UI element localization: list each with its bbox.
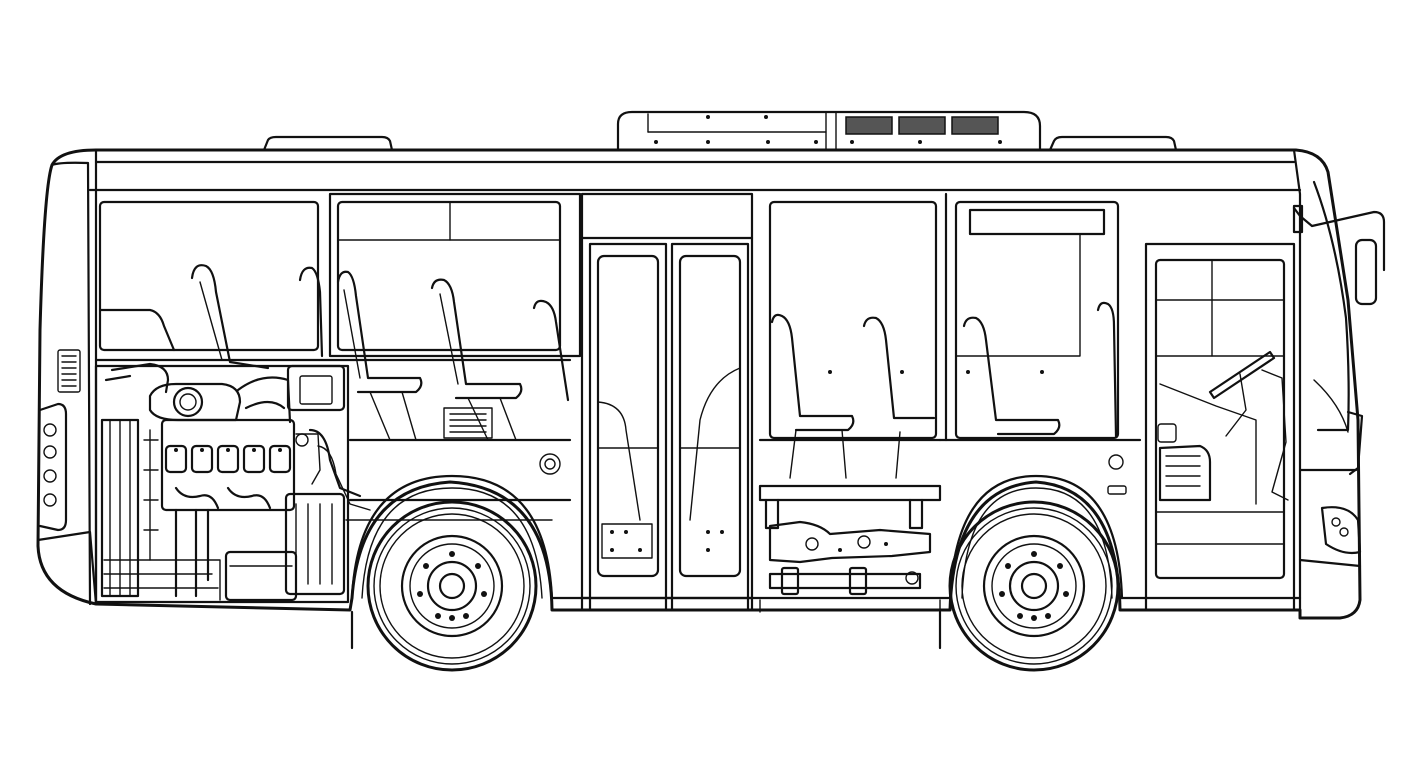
- front-wheel-arch: [948, 474, 1124, 600]
- seat: [190, 264, 270, 370]
- air-filter: [286, 364, 346, 412]
- steering-wheel: [1208, 350, 1276, 400]
- gearbox: [284, 492, 346, 596]
- rear-light-cluster: [38, 402, 68, 532]
- seat: [962, 316, 1061, 436]
- seat: [1096, 301, 1118, 438]
- side-mirror: [1354, 238, 1378, 306]
- chassis-frame: [758, 484, 942, 502]
- door-leaf-left: [588, 242, 668, 612]
- window-front-passenger: [954, 200, 1120, 440]
- window-rear: [98, 200, 320, 352]
- drivetrain: [758, 484, 942, 613]
- seat: [770, 313, 855, 432]
- front-door-and-cab: [1107, 180, 1386, 612]
- roof-equipment: [262, 110, 1178, 152]
- rear-wheel-arch: [350, 474, 554, 600]
- windshield-edge: [1312, 180, 1350, 432]
- axle-housing: [768, 520, 932, 564]
- windows: [98, 192, 1120, 442]
- ac-vent-grille: [898, 116, 946, 135]
- roof-hatch-front: [1048, 135, 1178, 152]
- bus-body: [36, 148, 1362, 650]
- turbo-intake: [148, 382, 242, 422]
- drive-shaft: [768, 572, 922, 590]
- rear-wheel: [366, 500, 538, 672]
- seat: [862, 316, 936, 420]
- door-leaf-right: [670, 242, 750, 612]
- front-wheel: [948, 500, 1120, 672]
- seat: [336, 270, 423, 394]
- seat: [298, 266, 324, 358]
- passenger-seats: [190, 264, 1118, 479]
- front-door: [1144, 242, 1296, 612]
- radiator: [100, 418, 140, 598]
- window-mid-left: [336, 200, 562, 352]
- driver-seat: [1158, 444, 1212, 502]
- window-mid-right: [768, 200, 938, 440]
- ac-vent-grille: [845, 116, 893, 135]
- seat: [430, 278, 523, 400]
- mirror-arm: [1292, 206, 1386, 272]
- ac-vent-grille: [951, 116, 999, 135]
- body-outline: [36, 148, 1362, 620]
- middle-door: [580, 192, 754, 612]
- headlight: [1320, 506, 1362, 555]
- destination-sign: [968, 208, 1106, 236]
- rear-bumper: [36, 530, 98, 606]
- engine-block: [160, 418, 296, 512]
- seat: [532, 299, 570, 402]
- roof-hatch-rear: [262, 135, 394, 152]
- engine-compartment: [94, 362, 561, 604]
- rear-cap: [50, 161, 92, 606]
